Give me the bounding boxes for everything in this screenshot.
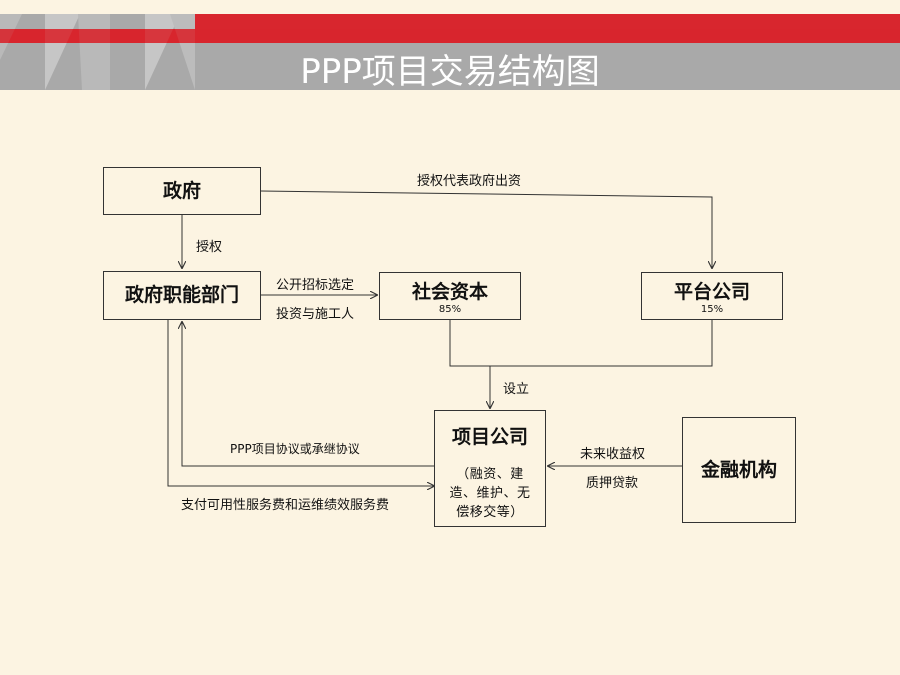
label-authorize-invest: 授权代表政府出资 <box>417 174 522 189</box>
edge-payment <box>167 320 434 486</box>
label-tender: 公开招标选定 <box>276 278 355 293</box>
node-platform-label: 平台公司 <box>673 281 750 303</box>
node-finance: 金融机构 <box>682 417 796 523</box>
page-title: PPP项目交易结构图 <box>300 52 600 92</box>
edge-ppp-agreement <box>182 322 434 467</box>
label-pledge-loan: 质押贷款 <box>586 476 639 491</box>
node-government: 政府 <box>103 167 261 215</box>
node-finance-label: 金融机构 <box>700 459 777 481</box>
label-ppp-agreement: PPP项目协议或承继协议 <box>230 442 360 456</box>
node-gov-dept: 政府职能部门 <box>103 271 261 320</box>
label-authorize: 授权 <box>196 240 223 255</box>
label-establish: 设立 <box>503 382 530 397</box>
edge-gov-to-platform <box>260 190 712 268</box>
header-banner <box>0 0 900 90</box>
node-social-capital-share: 85% <box>438 304 462 315</box>
label-payment: 支付可用性服务费和运维绩效服务费 <box>181 498 390 513</box>
node-platform-share: 15% <box>700 304 724 315</box>
label-investor-builder: 投资与施工人 <box>276 307 355 322</box>
node-platform: 平台公司 15% <box>641 272 783 320</box>
node-project-company-label: 项目公司 <box>451 426 528 448</box>
edge-social-to-join <box>449 320 713 367</box>
node-social-capital-label: 社会资本 <box>411 281 488 303</box>
node-social-capital: 社会资本 85% <box>379 272 521 320</box>
node-project-company: 项目公司 （融资、建造、维护、无偿移交等） <box>434 410 546 527</box>
node-gov-dept-label: 政府职能部门 <box>124 284 239 306</box>
label-future-income: 未来收益权 <box>580 447 646 462</box>
node-government-label: 政府 <box>162 180 201 202</box>
node-project-company-desc: （融资、建造、维护、无偿移交等） <box>449 467 531 520</box>
